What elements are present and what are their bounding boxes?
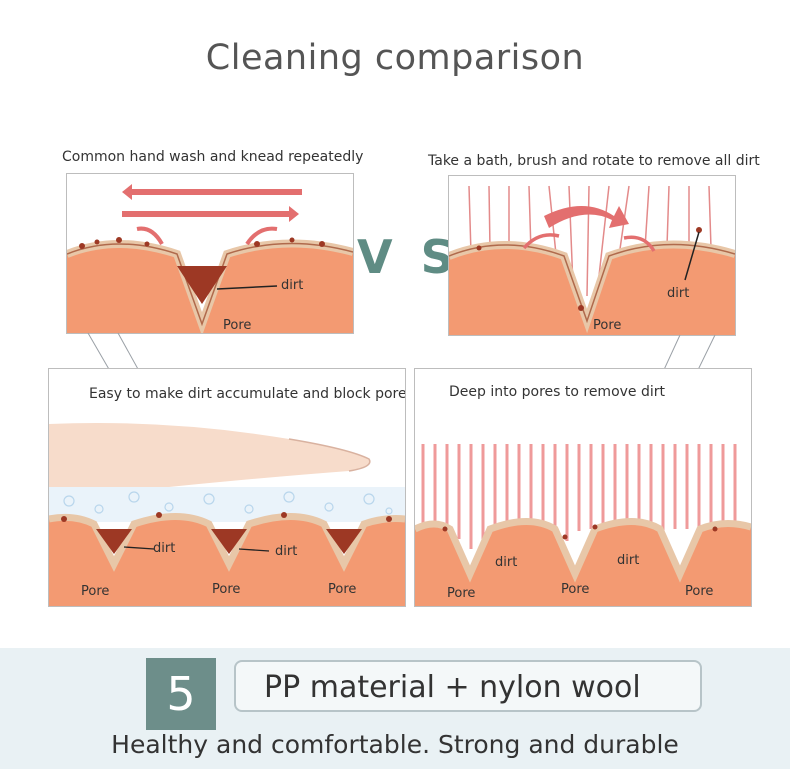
pore-label: Pore bbox=[223, 318, 252, 333]
bottom-right-panel: Deep into pores to remove dirt dirt dirt… bbox=[414, 368, 752, 607]
dirt-label: dirt bbox=[617, 553, 640, 568]
bottom-right-caption: Deep into pores to remove dirt bbox=[449, 384, 666, 400]
brush-pore-illustration bbox=[415, 444, 751, 606]
dirt-label: dirt bbox=[275, 544, 298, 559]
hand-pore-illustration bbox=[49, 423, 405, 606]
pore-label: Pore bbox=[328, 582, 357, 597]
bottom-left-panel: Easy to make dirt accumulate and block p… bbox=[48, 368, 406, 607]
top-right-panel: dirt Pore bbox=[448, 175, 736, 336]
vs-label: V S bbox=[357, 230, 460, 284]
brush-illustration bbox=[449, 185, 735, 335]
hand-wash-illustration bbox=[67, 184, 353, 333]
dirt-label: dirt bbox=[667, 286, 690, 301]
dirt-label: dirt bbox=[153, 541, 176, 556]
pore-label: Pore bbox=[685, 584, 714, 599]
dirt-label: dirt bbox=[495, 555, 518, 570]
top-right-caption: Take a bath, brush and rotate to remove … bbox=[428, 153, 760, 169]
page-title: Cleaning comparison bbox=[205, 38, 585, 78]
pore-label: Pore bbox=[212, 582, 241, 597]
material-box: PP material + nylon wool bbox=[234, 660, 702, 712]
top-left-panel: dirt Pore bbox=[66, 173, 354, 334]
pore-label: Pore bbox=[81, 584, 110, 599]
bottom-left-caption: Easy to make dirt accumulate and block p… bbox=[89, 386, 406, 402]
top-left-caption: Common hand wash and knead repeatedly bbox=[62, 149, 364, 165]
footer-subtitle: Healthy and comfortable. Strong and dura… bbox=[111, 730, 679, 759]
feature-number: 5 bbox=[146, 658, 216, 730]
pore-label: Pore bbox=[447, 586, 476, 601]
dirt-label: dirt bbox=[281, 278, 304, 293]
pore-label: Pore bbox=[593, 318, 622, 333]
pore-label: Pore bbox=[561, 582, 590, 597]
